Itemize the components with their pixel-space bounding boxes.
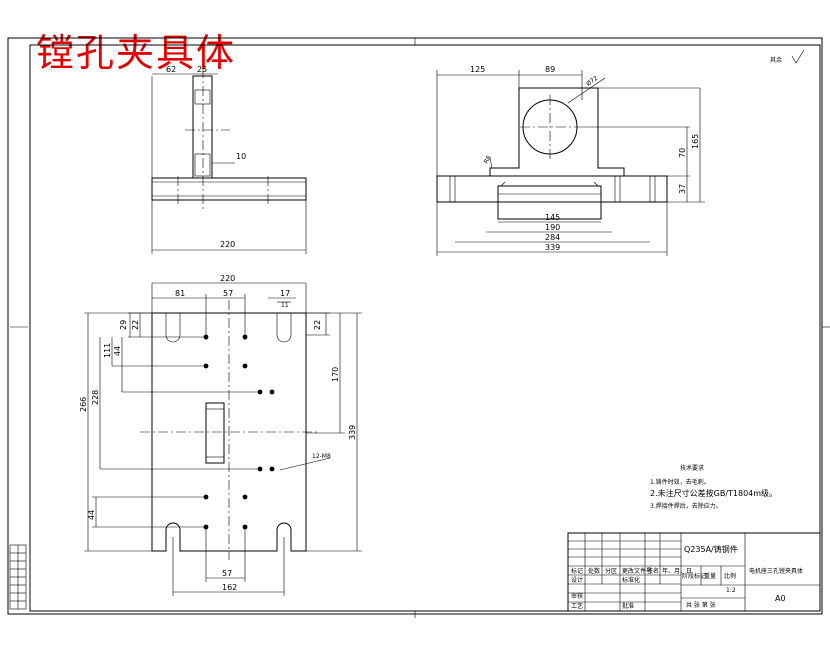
dim-89: 89 (545, 65, 555, 74)
tech-title: 技术要求 (680, 464, 704, 472)
inner-border (29, 44, 821, 612)
dim-22-right: 22 (313, 320, 322, 330)
dim-111: 111 (103, 343, 112, 358)
dim-339: 339 (545, 243, 560, 252)
tb-r4-c5: 共 张 第 张 (686, 601, 716, 609)
dim-10: 10 (236, 152, 246, 161)
tech-item-1: 1.铸件时效，去毛刺。 (650, 478, 710, 486)
tb-r2-c1: 设计 (571, 576, 583, 584)
dim-339-vertical: 339 (348, 425, 357, 440)
material: Q235A/铸钢件 (684, 544, 738, 554)
dim-17: 17 (280, 289, 290, 298)
dim-81: 81 (175, 289, 185, 298)
dim-190: 190 (545, 223, 560, 232)
tb-r1-c6: 年、月、日 (662, 567, 692, 575)
dim-266: 266 (79, 397, 88, 412)
side-label-strip (9, 544, 27, 610)
dim-145: 145 (545, 213, 560, 222)
scale: 1:2 (726, 587, 736, 594)
tb-r2-c7: 比例 (724, 572, 736, 580)
dim-57: 57 (223, 289, 233, 298)
hole-callout: 12-M8 (312, 453, 331, 460)
dim-228: 228 (91, 390, 100, 405)
dim-57-bottom: 57 (222, 569, 232, 578)
tb-r2-c5: 阶段标记 (682, 572, 706, 580)
dim-dia72: Ø72 (585, 75, 599, 88)
dim-284: 284 (545, 233, 560, 242)
front-view: Ø72 R8 125 89 70 165 37 145 190 284 339 (436, 65, 705, 256)
tb-r1-c4: 更改文件号 (622, 567, 652, 575)
svg-text:其余: 其余 (770, 56, 782, 64)
tech-item-3: 3.焊接件焊后，去除应力。 (650, 502, 722, 510)
dim-44-bottom: 44 (87, 510, 96, 520)
tb-r4-c1: 工艺 (571, 602, 583, 610)
dim-29: 29 (119, 320, 128, 330)
dim-44: 44 (113, 346, 122, 356)
tb-r3-c1: 审核 (571, 592, 583, 600)
dim-170: 170 (331, 367, 340, 382)
tech-item-2: 2.未注尺寸公差按GB/T1804m级。 (650, 488, 777, 498)
tb-r2-c6: 重量 (704, 572, 716, 580)
tb-r2-c3: 标准化 (622, 576, 640, 584)
dim-side-220: 220 (220, 240, 235, 249)
drawing-title: 镗孔夹具体 (36, 31, 237, 75)
dim-125: 125 (470, 65, 485, 74)
tb-r1-c2: 处数 (588, 567, 600, 575)
tb-r1-c5: 签名 (647, 567, 659, 575)
tb-r4-c3: 批准 (622, 602, 634, 610)
dim-plan-220: 220 (220, 274, 235, 283)
dim-162: 162 (222, 583, 237, 592)
title-block: 标记 处数 分区 更改文件号 签名 年、月、日 设计 标准化 阶段标记 重量 比… (567, 532, 821, 612)
plan-view: 12-M8 220 81 57 17 11 22 29 22 111 44 22… (79, 274, 362, 596)
dim-37: 37 (678, 184, 687, 194)
dim-62: 62 (166, 65, 176, 74)
dim-22: 22 (131, 320, 140, 330)
tb-r1-c3: 分区 (605, 567, 617, 575)
dim-25: 25 (197, 65, 207, 74)
tb-r1-c1: 标记 (571, 567, 583, 575)
sheet-size: A0 (775, 594, 786, 603)
dim-r8: R8 (483, 154, 493, 165)
roughness-symbol: 其余 (770, 49, 805, 64)
dim-11: 11 (281, 302, 289, 309)
side-view: 10 220 62 25 (151, 65, 307, 254)
dim-165: 165 (691, 134, 700, 149)
technical-requirements: 技术要求 1.铸件时效，去毛刺。 2.未注尺寸公差按GB/T1804m级。 3.… (650, 464, 777, 510)
dim-70: 70 (678, 148, 687, 158)
part-name: 电机座三孔镗夹具体 (749, 567, 803, 575)
